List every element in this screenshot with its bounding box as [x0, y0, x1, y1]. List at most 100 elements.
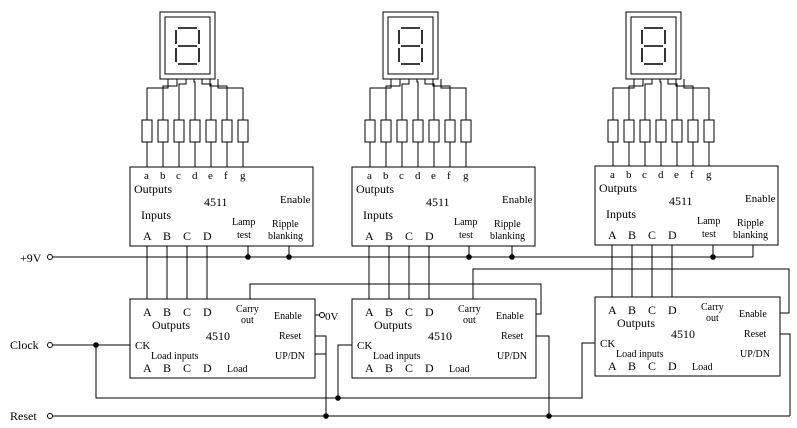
decoder-outputs-label: Outputs	[599, 181, 637, 195]
ripple-blanking-label: Ripple	[272, 219, 299, 230]
junction-dot	[245, 254, 251, 260]
display-lead-e	[424, 79, 435, 120]
counter-reset-label: Reset	[744, 329, 766, 340]
counter-output-a: A	[143, 305, 152, 319]
resistor-g	[460, 119, 472, 143]
display-lead-d	[416, 79, 419, 120]
resistor-a	[364, 119, 376, 143]
reset-rail-label: Reset	[10, 409, 37, 423]
display-lead-a	[612, 79, 635, 120]
counter-enable-label: Enable	[739, 309, 767, 320]
supply-label: +9V	[20, 251, 42, 265]
decoder-pin-f: f	[447, 170, 451, 182]
counter-output-d: D	[668, 303, 677, 317]
ripple-blanking-label: blanking	[733, 230, 768, 241]
resistor-e	[428, 119, 440, 143]
clock-label: Clock	[10, 338, 39, 352]
decoder-pin-f: f	[224, 170, 228, 182]
counter-load-d: D	[668, 359, 677, 373]
enable-tie-label: 0V	[325, 311, 339, 323]
display-lead-c	[644, 79, 653, 120]
counter-output-d: D	[425, 305, 434, 319]
counter-enable-label: Enable	[274, 311, 302, 322]
decoder-pin-b: b	[383, 170, 389, 182]
updn-label: UP/DN	[275, 351, 305, 362]
resistor-a	[141, 119, 153, 143]
resistor-d	[189, 119, 201, 143]
load-label: Load	[692, 362, 713, 373]
display-lead-g	[217, 79, 244, 120]
counter-load-c: C	[183, 361, 191, 375]
decoder-pin-c: c	[642, 169, 647, 181]
display-bezel	[630, 16, 677, 75]
counter-output-c: C	[183, 305, 191, 319]
ripple-blanking-label: Ripple	[737, 218, 764, 229]
carry-out-label: out	[706, 313, 719, 324]
decoder-input-b: B	[385, 229, 393, 243]
decoder-pin-e: e	[208, 170, 213, 182]
counter-output-b: B	[163, 305, 171, 319]
junction-dot	[323, 413, 329, 419]
resistor-b	[157, 119, 169, 143]
decoder-input-a: A	[608, 228, 617, 242]
decoder-part-number: 4511	[426, 195, 450, 209]
resistor-d	[655, 119, 667, 143]
updn-label: UP/DN	[740, 349, 770, 360]
decoder-pin-b: b	[160, 170, 166, 182]
terminal	[319, 312, 325, 318]
reset-line	[536, 335, 550, 416]
counter-load-d: D	[425, 361, 434, 375]
counter-load-b: B	[628, 359, 636, 373]
ck-label: CK	[357, 340, 372, 352]
load-inputs-label: Load inputs	[151, 351, 199, 362]
counter-output-a: A	[608, 303, 617, 317]
resistor-c	[173, 119, 185, 143]
counter-body	[351, 298, 537, 379]
display-lead-b	[628, 79, 644, 120]
resistor-d	[412, 119, 424, 143]
resistor-a	[607, 119, 619, 143]
rail-labels: +9V Clock Reset 0V	[10, 251, 339, 423]
decoder-outputs-label: Outputs	[356, 182, 394, 196]
clock-line	[338, 342, 595, 399]
resistor-g	[703, 119, 715, 143]
counter-output-d: D	[203, 305, 212, 319]
lamp-test-label: test	[237, 230, 251, 241]
junction-dot	[710, 254, 716, 260]
decoder-enable-label: Enable	[745, 193, 776, 205]
load-inputs-label: Load inputs	[616, 349, 664, 360]
decoder-pin-f: f	[690, 169, 694, 181]
decoder-pin-a: a	[367, 170, 372, 182]
junction-dot	[509, 254, 515, 260]
carry-out-label: Carry	[458, 304, 481, 315]
terminal	[47, 413, 53, 419]
reset-line	[780, 333, 791, 416]
counter-output-b: B	[628, 303, 636, 317]
reset-line	[315, 335, 327, 416]
counter-output-b: B	[385, 305, 393, 319]
decoder-pin-a: a	[610, 169, 615, 181]
seven-segment-display	[382, 11, 439, 80]
counter-outputs-label: Outputs	[152, 318, 190, 332]
counter-outputs-label: Outputs	[617, 316, 655, 330]
resistor-e	[671, 119, 683, 143]
seven-segment-display	[625, 11, 682, 80]
carry-out-label: out	[241, 315, 254, 326]
decoder-input-d: D	[668, 228, 677, 242]
decoder-inputs-label: Inputs	[141, 208, 171, 222]
counter-enable-label: Enable	[496, 311, 524, 322]
counter-load-b: B	[385, 361, 393, 375]
resistor-c	[396, 119, 408, 143]
resistor-f	[221, 119, 233, 143]
decoder-enable-label: Enable	[502, 194, 533, 206]
resistor-f	[687, 119, 699, 143]
wires	[47, 79, 791, 419]
decoder-part-number: 4511	[669, 194, 693, 208]
decoder-pin-e: e	[674, 169, 679, 181]
resistor-e	[205, 119, 217, 143]
decoder-input-d: D	[425, 229, 434, 243]
